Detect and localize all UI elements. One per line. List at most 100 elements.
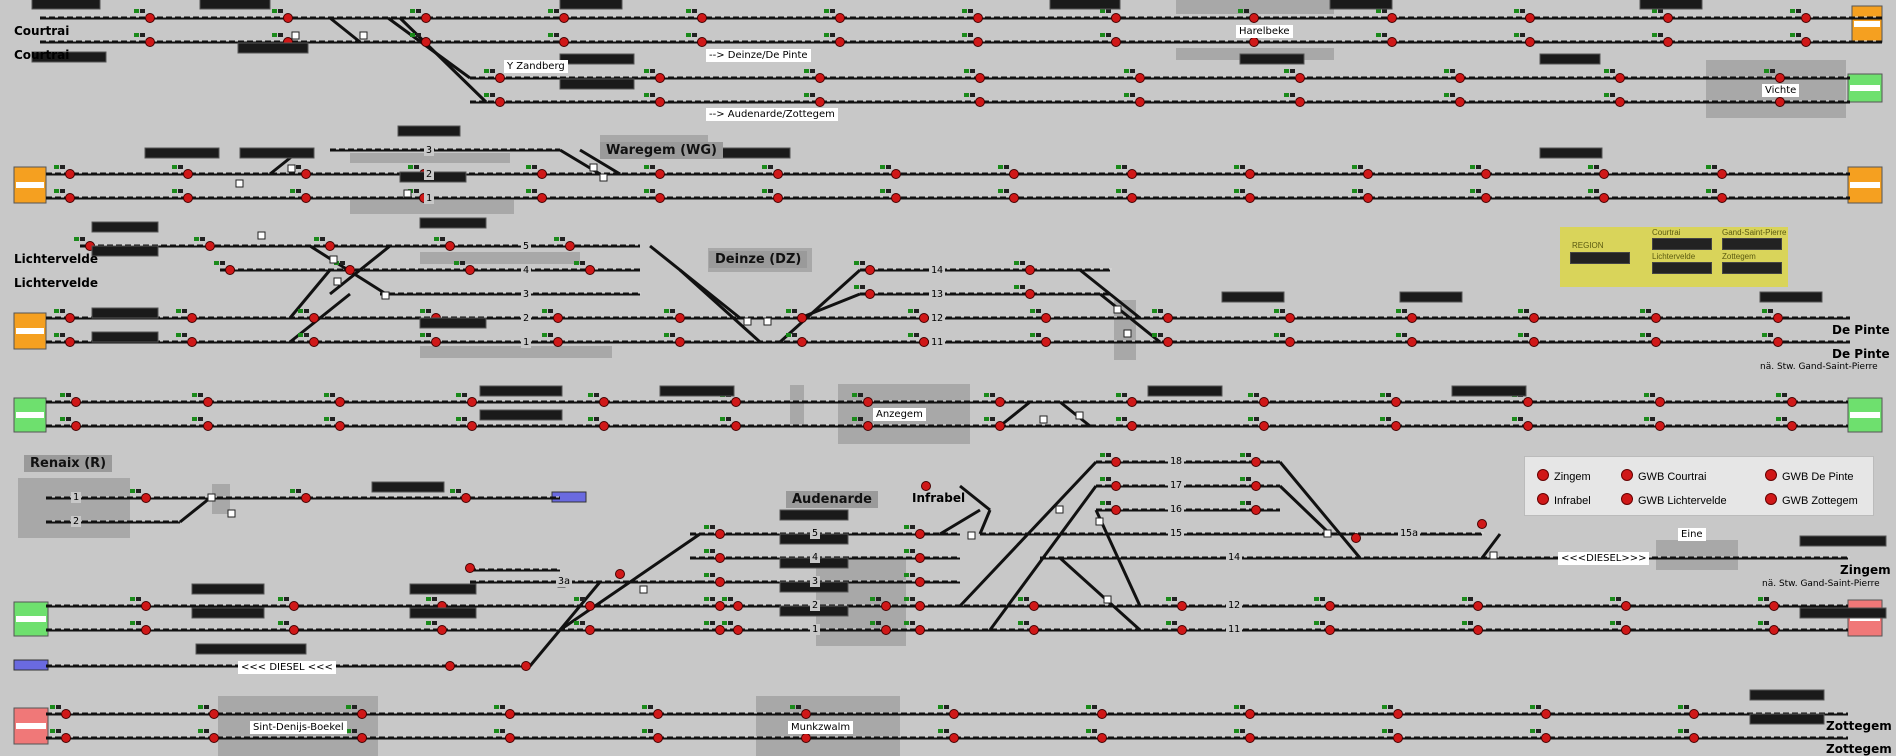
region-display[interactable] [1570,252,1630,264]
switch-connector[interactable] [978,509,992,535]
signal-icon[interactable] [891,193,901,203]
signal-icon[interactable] [1259,397,1269,407]
signal-icon[interactable] [653,733,663,743]
signal-icon[interactable] [863,397,873,407]
signal-icon[interactable] [585,601,595,611]
signal-icon[interactable] [1111,505,1121,515]
signal-icon[interactable] [61,709,71,719]
signal-icon[interactable] [1041,337,1051,347]
train-number-field[interactable] [1221,291,1285,303]
signal-icon[interactable] [1363,193,1373,203]
signal-icon[interactable] [1473,625,1483,635]
switch-connector[interactable] [988,485,1098,631]
signal-icon[interactable] [801,709,811,719]
legend-item-infrabel[interactable]: Infrabel [1537,493,1591,507]
signal-icon[interactable] [915,625,925,635]
legend-item-zingem[interactable]: Zingem [1537,469,1591,483]
signal-icon[interactable] [815,73,825,83]
signal-icon[interactable] [445,661,455,671]
signal-icon[interactable] [209,709,219,719]
train-number-field[interactable] [1539,53,1601,65]
signal-icon[interactable] [1245,169,1255,179]
switch-connector[interactable] [398,16,488,104]
switch-connector[interactable] [329,244,391,296]
signal-icon[interactable] [1009,193,1019,203]
signal-icon[interactable] [289,601,299,611]
train-number-field[interactable] [479,385,563,397]
infrabel-label[interactable]: Infrabel [912,491,966,505]
switch-connector[interactable] [179,496,211,524]
signal-icon[interactable] [1651,337,1661,347]
signal-icon[interactable] [715,553,725,563]
signal-icon[interactable] [301,493,311,503]
signal-icon[interactable] [521,661,531,671]
signal-icon[interactable] [675,337,685,347]
signal-icon[interactable] [1351,533,1361,543]
signal-icon[interactable] [865,265,875,275]
signal-icon[interactable] [863,421,873,431]
signal-icon[interactable] [1775,73,1785,83]
train-number-field[interactable] [1539,147,1603,159]
signal-icon[interactable] [183,193,193,203]
signal-icon[interactable] [1787,421,1797,431]
signal-icon[interactable] [141,601,151,611]
signal-icon[interactable] [715,577,725,587]
signal-icon[interactable] [1773,313,1783,323]
signal-icon[interactable] [773,193,783,203]
signal-icon[interactable] [1249,37,1259,47]
signal-icon[interactable] [835,37,845,47]
signal-icon[interactable] [1111,13,1121,23]
signal-icon[interactable] [1285,313,1295,323]
signal-icon[interactable] [585,625,595,635]
train-number-field[interactable] [559,0,623,10]
switch-connector[interactable] [1059,400,1091,428]
station-label-de-pinte-2[interactable]: De Pinte [1832,347,1890,361]
signal-icon[interactable] [1009,169,1019,179]
signal-icon[interactable] [995,421,1005,431]
train-number-field[interactable] [1451,385,1527,397]
signal-icon[interactable] [357,709,367,719]
signal-icon[interactable] [915,601,925,611]
train-number-field[interactable] [31,51,107,63]
train-number-field[interactable] [1239,53,1305,65]
signal-icon[interactable] [1477,519,1487,529]
signal-icon[interactable] [1041,313,1051,323]
signal-icon[interactable] [65,313,75,323]
signal-icon[interactable] [1801,37,1811,47]
signal-icon[interactable] [65,193,75,203]
switch-connector[interactable] [1480,533,1502,559]
switch-box[interactable] [1489,551,1498,560]
signal-icon[interactable] [715,625,725,635]
signal-icon[interactable] [915,577,925,587]
signal-icon[interactable] [731,421,741,431]
train-number-field[interactable] [91,331,159,343]
train-number-field[interactable] [479,409,563,421]
signal-icon[interactable] [1407,313,1417,323]
signal-icon[interactable] [915,529,925,539]
signal-icon[interactable] [1127,421,1137,431]
signal-icon[interactable] [1717,169,1727,179]
signal-icon[interactable] [731,397,741,407]
signal-icon[interactable] [71,397,81,407]
signal-icon[interactable] [1111,481,1121,491]
signal-icon[interactable] [1127,397,1137,407]
signal-icon[interactable] [655,97,665,107]
train-number-field[interactable] [409,607,477,619]
signal-icon[interactable] [1029,625,1039,635]
train-number-field[interactable] [559,53,635,65]
signal-icon[interactable] [335,421,345,431]
signal-icon[interactable] [655,73,665,83]
region-gand-display[interactable] [1722,238,1782,250]
signal-icon[interactable] [1127,169,1137,179]
signal-icon[interactable] [915,553,925,563]
switch-connector[interactable] [1079,268,1141,320]
signal-icon[interactable] [949,733,959,743]
signal-icon[interactable] [141,625,151,635]
signal-icon[interactable] [1651,313,1661,323]
signal-icon[interactable] [919,337,929,347]
signal-icon[interactable] [1251,505,1261,515]
train-number-field[interactable] [559,78,635,90]
switch-box[interactable] [329,255,338,264]
signal-icon[interactable] [973,37,983,47]
signal-icon[interactable] [495,97,505,107]
